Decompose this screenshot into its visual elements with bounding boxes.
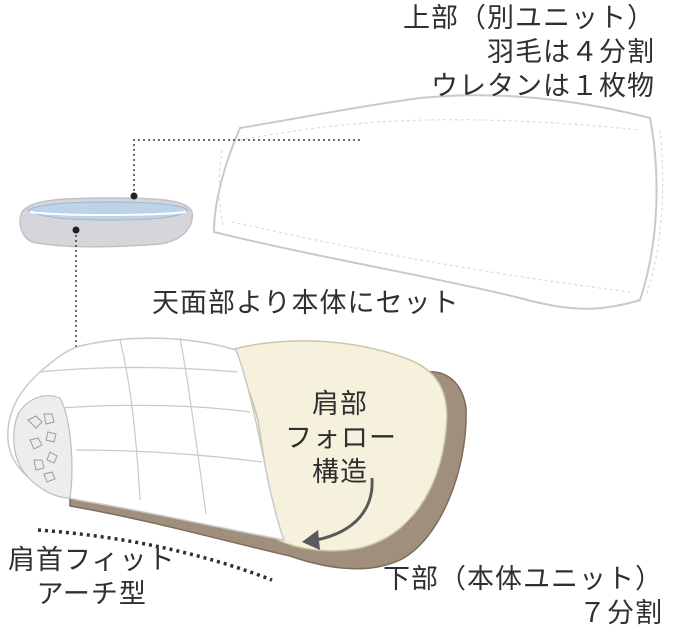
upper-unit-label: 上部（別ユニット） 羽毛は４分割 ウレタンは１枚物 — [403, 2, 655, 104]
upper-unit-down-note: 羽毛は４分割 — [487, 37, 655, 68]
set-from-top-label: 天面部より本体にセット — [152, 288, 460, 319]
shoulder-line-1: 肩部 — [312, 389, 368, 420]
lower-unit-label: 下部（本体ユニット） ７分割 — [383, 563, 663, 631]
shoulder-follow-label: 肩部 フォロー 構造 — [285, 388, 397, 490]
lower-unit-pillow — [7, 337, 467, 570]
shoulder-line-2: フォロー — [285, 423, 397, 454]
arch-dotted-curve — [37, 528, 273, 582]
lower-unit-division-note: ７分割 — [579, 598, 663, 629]
arch-label: 肩首フィット アーチ型 — [8, 544, 175, 612]
upper-unit-cross-section — [19, 197, 194, 248]
arch-line-2: アーチ型 — [36, 579, 147, 610]
lower-unit-title: 下部（本体ユニット） — [383, 564, 663, 595]
arch-line-1: 肩首フィット — [8, 545, 176, 576]
upper-unit-pillow — [212, 94, 664, 310]
upper-unit-urethane-note: ウレタンは１枚物 — [431, 71, 655, 102]
upper-unit-title: 上部（別ユニット） — [403, 3, 655, 34]
shoulder-line-3: 構造 — [312, 457, 368, 488]
